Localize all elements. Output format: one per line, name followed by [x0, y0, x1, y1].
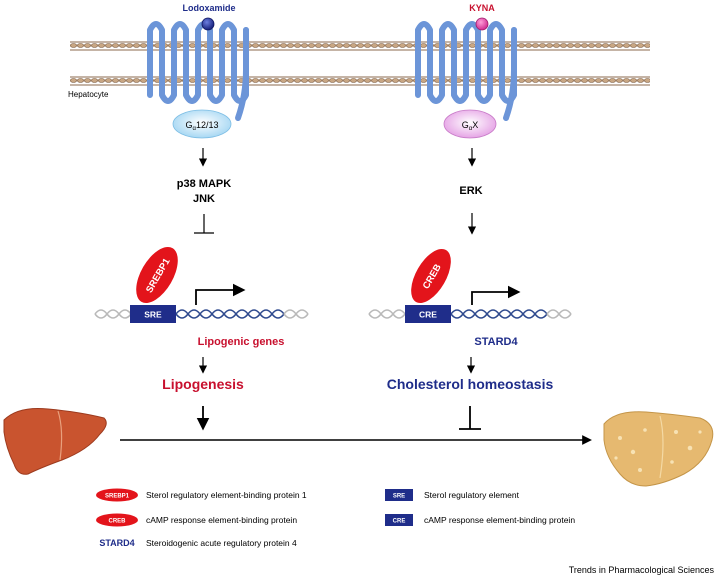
svg-text:cAMP response element-binding: cAMP response element-binding protein — [424, 515, 575, 525]
genes-right-label: STARD4 — [474, 336, 518, 348]
g-protein-right: GαX — [443, 109, 497, 139]
svg-text:SRE: SRE — [393, 494, 405, 500]
cre-element: CRE — [405, 305, 451, 323]
kyna-ligand — [475, 17, 489, 31]
srebp1-protein: SREBP1 — [136, 246, 178, 304]
svg-text:CREB: CREB — [108, 519, 126, 525]
svg-text:Sterol regulatory element-bind: Sterol regulatory element-binding protei… — [146, 490, 307, 500]
legend-creb: CREB cAMP response element-binding prote… — [96, 513, 297, 527]
legend-cre: CRE cAMP response element-binding protei… — [385, 514, 575, 526]
svg-text:CRE: CRE — [419, 310, 437, 320]
outcome-lipogenesis: Lipogenesis — [162, 376, 244, 392]
sre-element: SRE — [130, 305, 176, 323]
outcome-cholesterol: Cholesterol homeostasis — [387, 376, 554, 392]
kinase-left-p38: p38 MAPK — [177, 178, 231, 190]
fatty-liver — [603, 411, 714, 487]
svg-text:Gα12/13: Gα12/13 — [185, 120, 218, 132]
g-protein-left: Gα12/13 — [172, 109, 232, 139]
genes-left-label: Lipogenic genes — [198, 336, 285, 348]
creb-protein: CREB — [411, 248, 451, 304]
svg-text:CRE: CRE — [393, 519, 406, 525]
healthy-liver — [3, 408, 107, 475]
svg-text:SREBP1: SREBP1 — [105, 494, 130, 500]
svg-text:SRE: SRE — [144, 310, 162, 320]
cell-membrane — [70, 41, 650, 86]
transcription-start-right — [471, 285, 521, 305]
receptor-right — [415, 21, 517, 121]
svg-text:STARD4: STARD4 — [99, 538, 134, 548]
dna-left — [94, 309, 309, 319]
ligand-left-label: Lodoxamide — [182, 3, 235, 13]
legend: SREBP1 Sterol regulatory element-binding… — [96, 488, 575, 548]
svg-text:Sterol regulatory element: Sterol regulatory element — [424, 490, 520, 500]
svg-text:GαX: GαX — [462, 120, 479, 132]
receptor-left — [147, 21, 249, 121]
legend-sre: SRE Sterol regulatory element — [385, 489, 520, 501]
inhibition-cholesterol-to-axis — [459, 406, 481, 430]
svg-text:cAMP response element-binding: cAMP response element-binding protein — [146, 515, 297, 525]
lodoxamide-ligand — [201, 17, 215, 31]
legend-stard4: STARD4 Steroidogenic acute regulatory pr… — [99, 538, 297, 548]
journal-credit: Trends in Pharmacological Sciences — [569, 565, 715, 575]
cell-label: Hepatocyte — [68, 90, 109, 99]
kinase-right-erk: ERK — [459, 185, 482, 197]
inhibition-left — [194, 214, 214, 234]
transcription-start-left — [195, 283, 246, 305]
svg-text:Steroidogenic acute regulatory: Steroidogenic acute regulatory protein 4 — [146, 538, 297, 548]
ligand-right-label: KYNA — [469, 3, 495, 13]
dna-right — [368, 309, 572, 319]
kinase-left-jnk: JNK — [193, 193, 215, 205]
legend-srebp1: SREBP1 Sterol regulatory element-binding… — [96, 488, 307, 502]
